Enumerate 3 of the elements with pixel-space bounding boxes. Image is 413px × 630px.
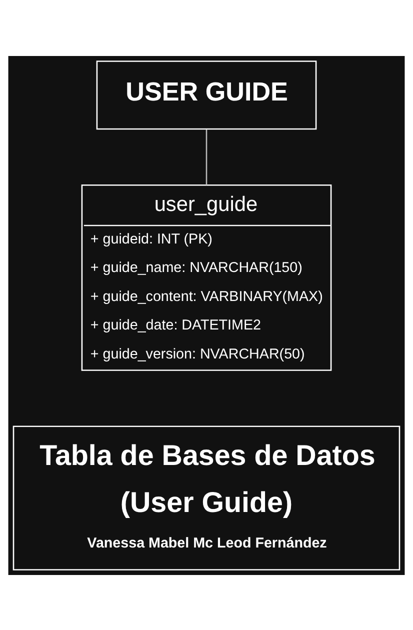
node-box: Tabla de Bases de Datos (User Guide) Vanessa Mabel Mc Leod Fernández: [12, 425, 400, 570]
node-box: USER GUIDE: [96, 60, 317, 130]
connector: [206, 128, 208, 184]
